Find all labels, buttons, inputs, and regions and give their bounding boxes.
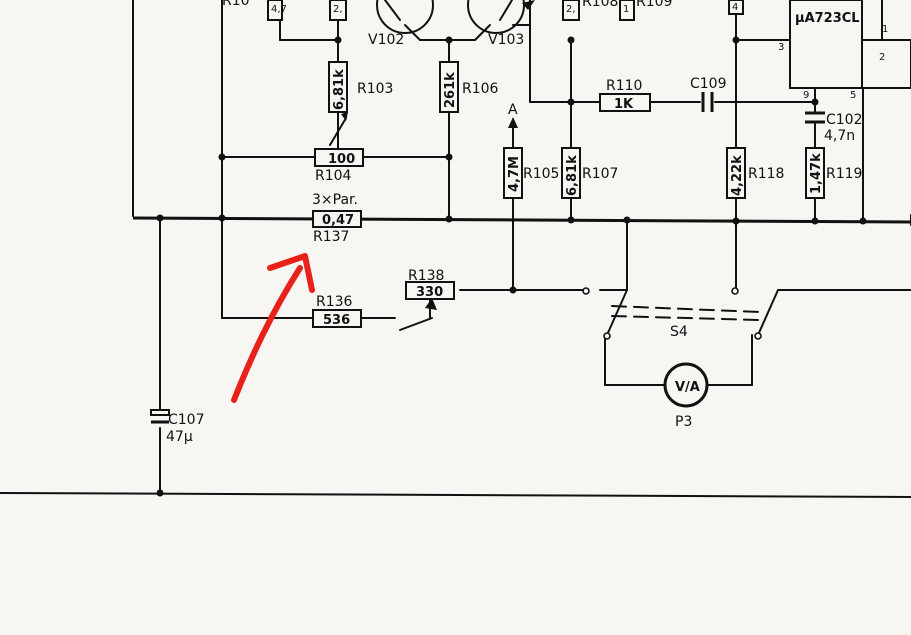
r119-value: 1,47k xyxy=(809,153,824,194)
capacitor-c102: C102 4,7n xyxy=(805,111,863,144)
v103-label: V103 xyxy=(488,32,524,48)
resistor-r137: 3×Par. 0,47 R137 xyxy=(312,192,362,245)
c107-value: 47µ xyxy=(166,429,193,445)
wires xyxy=(0,0,911,498)
r104-ref: R104 xyxy=(315,168,352,184)
resistor-r101: 4,7 R10 xyxy=(222,0,287,21)
ic-pin1: 1 xyxy=(882,24,888,35)
r106-ref: R106 xyxy=(462,81,499,97)
r110-ref: R110 xyxy=(606,78,642,94)
capacitor-c109: C109 xyxy=(690,76,727,112)
r118-ref: R118 xyxy=(748,166,784,182)
transistor-v103: V103 xyxy=(467,0,535,48)
junction-dots xyxy=(156,36,867,497)
resistor-r136: R136 536 xyxy=(312,294,362,328)
r105-ref: R105 xyxy=(523,166,559,182)
r108-ref: R108 xyxy=(582,0,618,10)
r105-value: 4,7M xyxy=(507,156,522,192)
r110-value: 1K xyxy=(614,97,634,112)
r10-partial-ref: R10 xyxy=(222,0,250,9)
ic-ref: µA723CL xyxy=(795,11,860,26)
ic-pin3: 3 xyxy=(778,42,784,53)
c102-value: 4,7n xyxy=(824,128,855,144)
r107-value: 6,81k xyxy=(565,155,580,196)
p3-label: P3 xyxy=(675,414,692,430)
edge-4-label: 4 xyxy=(732,2,738,13)
c109-ref: C109 xyxy=(690,76,727,92)
r119-ref: R119 xyxy=(826,166,862,182)
node-a-label: A xyxy=(508,102,518,118)
resistor-r103: 6,81k R103 xyxy=(328,61,393,113)
r109-value: 1 xyxy=(623,4,629,15)
r138-value: 330 xyxy=(416,285,443,300)
resistor-r106: 261k R106 xyxy=(439,61,499,113)
resistor-r118: 4,22k R118 xyxy=(726,147,784,199)
ic-pin5: 5 xyxy=(850,90,856,101)
c107-ref: C107 xyxy=(168,412,205,428)
capacitor-c107: C107 47µ xyxy=(150,409,205,445)
resistor-r108: 2, R108 xyxy=(562,0,618,21)
ic-pin9: 9 xyxy=(803,90,809,101)
p3-symbol: V/A xyxy=(675,380,700,395)
r138-ref: R138 xyxy=(408,268,444,284)
resistor-r105: 4,7M R105 A xyxy=(503,102,559,199)
r136-value: 536 xyxy=(323,313,350,328)
r103-value: 6,81k xyxy=(332,69,347,110)
resistor-r109: 1 R109 xyxy=(619,0,672,21)
r109-ref: R109 xyxy=(636,0,672,10)
resistor-r110: R110 1K xyxy=(599,78,651,112)
r118-value: 4,22k xyxy=(730,155,745,196)
r137-note: 3×Par. xyxy=(312,192,358,208)
c102-ref: C102 xyxy=(826,112,863,128)
resistor-r104: 100 R104 xyxy=(314,148,364,184)
edge-4-marker: 4 xyxy=(728,0,744,15)
r103-ref: R103 xyxy=(357,81,393,97)
s4-label: S4 xyxy=(670,324,688,340)
r106-value: 261k xyxy=(443,72,458,108)
ic-ua723: µA723CL 1 2 3 9 5 xyxy=(778,0,911,101)
r101-value: 4,7 xyxy=(271,4,287,15)
resistor-r138: R138 330 xyxy=(405,268,455,300)
red-annotation-arrow xyxy=(231,253,315,403)
resistor-r107: 6,81k R107 xyxy=(561,147,618,199)
r137-value: 0,47 xyxy=(322,213,354,228)
ic-pin2: 2 xyxy=(879,52,885,63)
resistor-r119: 1,47k R119 xyxy=(805,147,862,199)
resistor-r102: 2, xyxy=(329,0,347,21)
r107-ref: R107 xyxy=(582,166,618,182)
transistor-v102: V102 xyxy=(368,0,434,48)
r108-value: 2, xyxy=(566,4,576,15)
r137-ref: R137 xyxy=(313,229,349,245)
r102-value: 2, xyxy=(333,4,343,15)
switch-s4: S4 xyxy=(582,287,762,340)
r136-ref: R136 xyxy=(316,294,353,310)
v102-label: V102 xyxy=(368,32,404,48)
r104-value: 100 xyxy=(328,152,355,167)
meter-p3: V/A P3 xyxy=(663,362,709,430)
